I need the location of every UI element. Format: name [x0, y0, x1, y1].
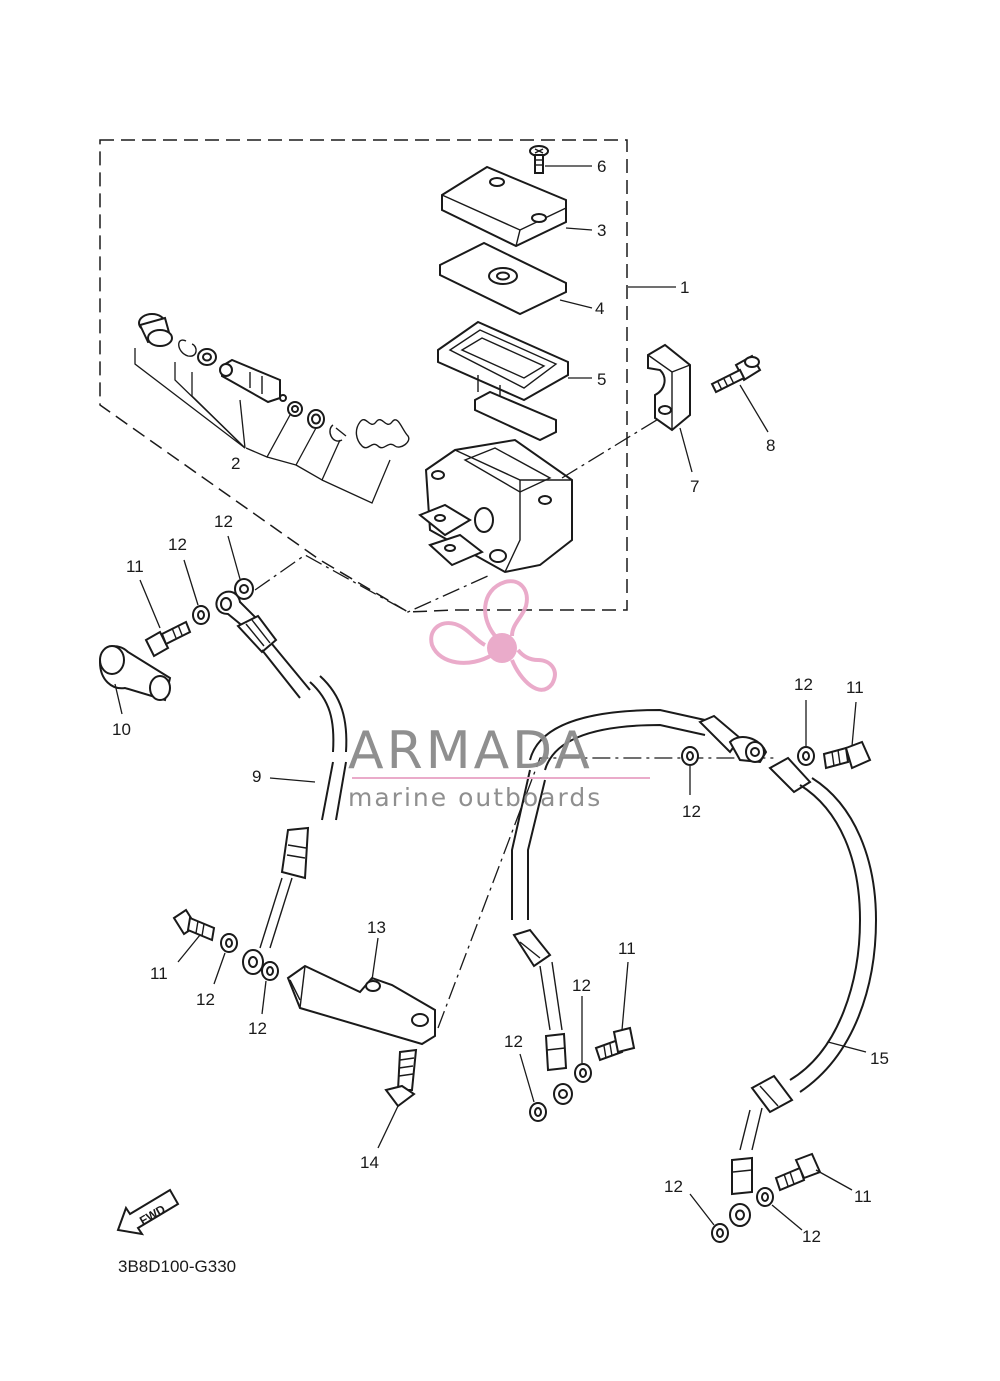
piston-kit-part-2: [134, 313, 410, 504]
brake-hose-part-9: [236, 614, 348, 975]
union-cover-part-10: [98, 645, 172, 715]
callout-6: 6: [597, 157, 606, 176]
callout-12h: 12: [504, 1032, 523, 1051]
callout-11b: 11: [846, 678, 864, 697]
callout-10: 10: [112, 720, 131, 739]
callout-11c: 11: [150, 964, 168, 983]
union-bolt-lower-left: [172, 908, 279, 1015]
callout-labels: 1 2 3 4 5 6 7 8 9 10 11 11 11 11 11 12 1…: [112, 157, 889, 1246]
arrow-fwd-icon: FWD: [116, 1188, 180, 1236]
assembly-boundary: [99, 139, 628, 613]
brake-hose-joint-part-13: [286, 937, 436, 1046]
union-bolt-mid-right: [519, 961, 636, 1122]
callout-12j: 12: [802, 1227, 821, 1246]
callout-12c: 12: [794, 675, 813, 694]
callout-13: 13: [367, 918, 386, 937]
callout-7: 7: [690, 477, 699, 496]
callout-11d: 11: [618, 939, 636, 958]
union-bolt-upper-left: [139, 535, 262, 658]
callout-1: 1: [680, 278, 689, 297]
callout-12b: 12: [214, 512, 233, 531]
diaphragm-plate-part-4: [439, 241, 567, 316]
callout-9: 9: [252, 767, 261, 786]
connection-lines: [254, 417, 775, 1029]
watermark-tagline: marine outboards: [348, 783, 602, 812]
callout-14: 14: [360, 1153, 379, 1172]
gasket-strip: [474, 390, 557, 442]
callout-12g: 12: [572, 976, 591, 995]
callout-2: 2: [231, 454, 240, 473]
master-cylinder-body: [418, 438, 573, 574]
watermark-brand: ARMADA: [348, 721, 593, 781]
callout-11e: 11: [854, 1187, 872, 1206]
bolt-part-8: [710, 354, 769, 433]
screw-part-6: [529, 145, 549, 174]
propeller-logo-icon: [429, 579, 557, 692]
diagram-code: 3B8D100-G330: [118, 1257, 236, 1276]
callout-12a: 12: [168, 535, 187, 554]
upper-leaders: [545, 165, 693, 473]
brake-hose-right: [511, 708, 878, 1227]
reservoir-cap-part-3: [441, 165, 567, 248]
callout-8: 8: [766, 436, 775, 455]
callout-4: 4: [595, 299, 604, 318]
callout-12d: 12: [682, 802, 701, 821]
union-bolt-upper-right: [681, 700, 872, 795]
callout-12i: 12: [664, 1177, 683, 1196]
holder-part-7: [647, 343, 691, 432]
callout-5: 5: [597, 370, 606, 389]
callout-11a: 11: [126, 557, 144, 576]
callout-3: 3: [597, 221, 606, 240]
callout-12f: 12: [248, 1019, 267, 1038]
callout-15: 15: [870, 1049, 889, 1068]
diaphragm-part-5: [437, 320, 569, 402]
union-bolt-lower-right: [689, 1152, 853, 1243]
bolt-part-14: [377, 1048, 418, 1149]
callout-12e: 12: [196, 990, 215, 1009]
watermark: ARMADA marine outboards: [348, 579, 650, 812]
